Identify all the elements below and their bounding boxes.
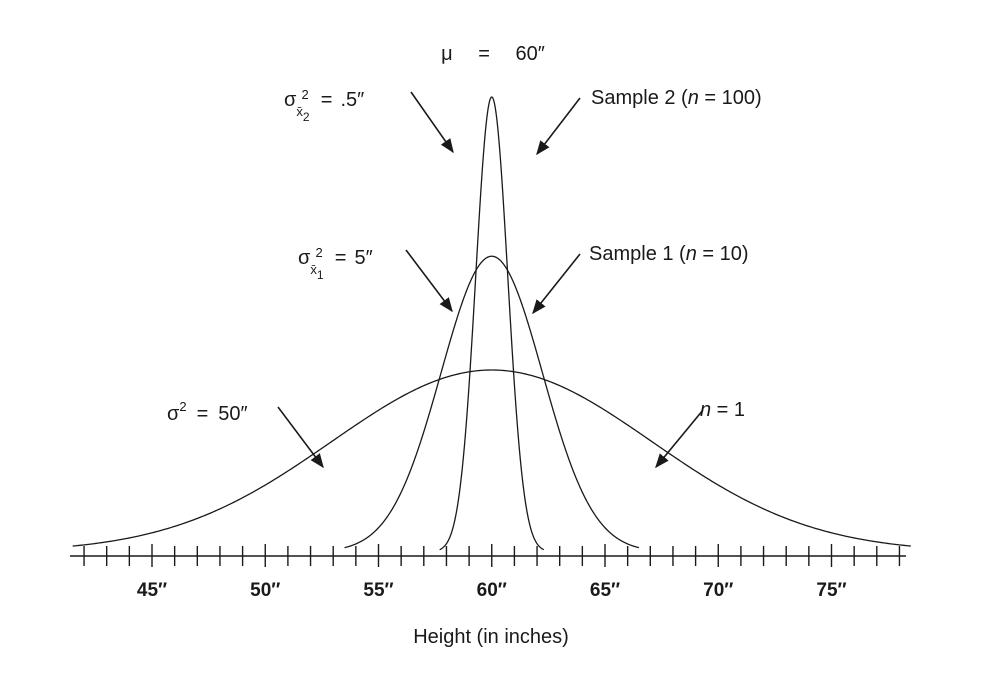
sigma-x1-sub: x̄ <box>310 262 317 277</box>
x-tick-label: 65″ <box>590 580 620 601</box>
x-tick-label: 75″ <box>816 580 846 601</box>
sigma-x1-sup: 2 <box>316 245 323 260</box>
sigma-x2-value: .5″ <box>340 89 364 111</box>
sigma-x2-sub: x̄ <box>296 104 303 119</box>
arrow-sigma-pop <box>277 406 324 469</box>
sample1-n: n <box>686 243 697 265</box>
mean-eq: = <box>478 43 490 65</box>
x-tick-label: 50″ <box>250 580 280 601</box>
sigma-x2-label: σx̄22=.5″ <box>284 87 364 124</box>
sample1-rest: = 10) <box>697 243 749 265</box>
arrow-sample1 <box>532 253 581 315</box>
sigma-pop-sup: 2 <box>179 399 186 414</box>
sigma-pop-label: σ2 = 50″ <box>167 399 248 425</box>
x-tick-label: 60″ <box>477 580 507 601</box>
sigma-x1-prefix: σ <box>298 247 311 269</box>
sigma-x1-eq: = <box>335 247 347 269</box>
mean-symbol: μ <box>441 43 453 65</box>
curve-series-3 <box>439 96 545 551</box>
sigma-pop-eq: = <box>197 403 209 425</box>
n1-n: n <box>700 399 711 421</box>
x-tick-label: 55″ <box>363 580 393 601</box>
n1-label: n = 1 <box>700 399 745 421</box>
sample2-label: Sample 2 (n = 100) <box>591 87 762 109</box>
sigma-x1-label: σx̄1 2 = 5″ <box>298 245 373 282</box>
mean-label: μ = 60″ <box>441 43 545 65</box>
sigma-x1-subsub: 1 <box>317 268 324 282</box>
sigma-pop-value: 50″ <box>218 403 247 425</box>
n1-rest: = 1 <box>711 399 745 421</box>
sigma-x2-sup: 2 <box>302 87 309 102</box>
sigma-x2-subsub: 2 <box>303 110 310 124</box>
sample2-rest: = 100) <box>699 87 762 109</box>
sigma-x1-value: 5″ <box>354 247 372 269</box>
sample1-label: Sample 1 (n = 10) <box>589 243 749 265</box>
mean-value: 60″ <box>516 43 545 65</box>
arrow-sigma-x2 <box>410 91 454 154</box>
sample2-n: n <box>688 87 699 109</box>
arrow-n1 <box>655 409 704 469</box>
x-tick-label: 45″ <box>137 580 167 601</box>
x-tick-label: 70″ <box>703 580 733 601</box>
sample2-text: Sample 2 ( <box>591 87 688 109</box>
sample1-text: Sample 1 ( <box>589 243 686 265</box>
arrow-sigma-x1 <box>405 249 453 313</box>
sigma-x2-eq: = <box>321 89 333 111</box>
x-axis-title: Height (in inches) <box>413 626 569 648</box>
x-axis-tick-labels: 45″ 50″ 55″ 60″ 65″ 70″ 75″ <box>137 580 847 601</box>
arrow-sample2 <box>536 97 581 156</box>
sigma-pop-prefix: σ <box>167 403 180 425</box>
curves-group <box>72 96 911 551</box>
curve-series-1 <box>72 369 911 547</box>
sigma-x2-prefix: σ <box>284 89 297 111</box>
x-axis-ticks <box>83 544 901 567</box>
curve-series-2 <box>344 255 640 549</box>
